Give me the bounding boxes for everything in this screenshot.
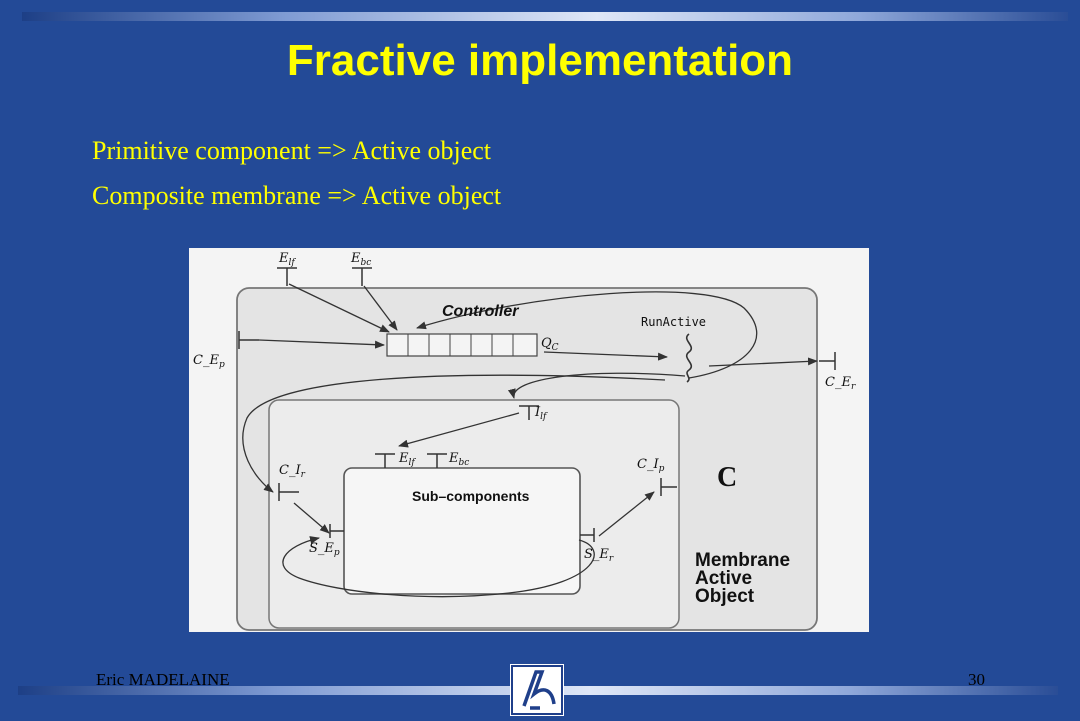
label-c-i-p: C_Ip xyxy=(637,457,665,474)
request-queue xyxy=(386,333,538,357)
institution-logo xyxy=(510,664,564,716)
label-membrane-line1: Membrane xyxy=(695,550,790,571)
runactive-squiggle xyxy=(685,333,693,383)
label-e-bc-inner: Ebc xyxy=(448,451,469,468)
subcomponents-box xyxy=(343,467,581,595)
label-s-e-r: S_Er xyxy=(584,547,614,564)
label-membrane-line3: Object xyxy=(695,586,755,607)
label-subcomponents: Sub–components xyxy=(412,488,530,504)
label-c-e-r: C_Er xyxy=(825,375,856,392)
label-c-big: C xyxy=(717,462,737,493)
page-number: 30 xyxy=(968,670,985,689)
top-decorative-bar xyxy=(22,12,1068,21)
bullet-composite: Composite membrane => Active object xyxy=(92,181,502,210)
label-q-c: QC xyxy=(541,336,559,353)
label-e-lf-inner: Elf xyxy=(398,451,416,468)
label-s-e-p: S_Ep xyxy=(309,541,340,558)
label-c-i-r: C_Ir xyxy=(279,463,306,480)
bullet-primitive: Primitive component => Active object xyxy=(92,136,492,165)
footer-author: Eric MADELAINE xyxy=(96,670,230,689)
logo-icon xyxy=(511,665,563,715)
slide-title: Fractive implementation xyxy=(286,36,794,85)
label-controller: Controller xyxy=(442,303,519,320)
architecture-diagram: Elf Ebc QC C_Ep C_Er Ilf C_Ir C_Ip Elf E… xyxy=(189,248,869,632)
label-e-bc-outer: Ebc xyxy=(350,251,371,268)
label-membrane-line2: Active xyxy=(695,568,752,589)
label-i-lf: Ilf xyxy=(534,405,548,422)
label-c-e-p: C_Ep xyxy=(193,353,225,370)
diagram-svg: Elf Ebc QC C_Ep C_Er Ilf C_Ir C_Ip Elf E… xyxy=(193,251,856,631)
label-e-lf-outer: Elf xyxy=(278,251,296,268)
flow-arrows xyxy=(242,283,818,598)
label-runactive: RunActive xyxy=(641,315,706,329)
interface-markers xyxy=(238,267,836,542)
